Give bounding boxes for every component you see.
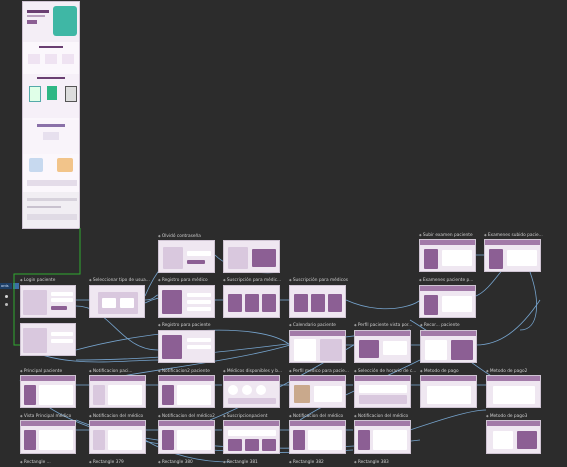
frame-perfil-medico[interactable] — [289, 375, 346, 408]
frame-notificacion-medico-b[interactable] — [289, 420, 346, 454]
features-section — [23, 44, 79, 72]
frame-login-paciente[interactable] — [20, 285, 76, 318]
frame-label: Suscripción para médic... — [223, 278, 281, 283]
frame-principal-paciente[interactable] — [20, 375, 76, 408]
frame-label: Examenes paciente p... — [419, 278, 474, 283]
frame-seleccion-horario[interactable] — [354, 375, 411, 408]
frame-label: Vista Principal médico — [20, 414, 71, 419]
frame-label: Rectangle 382 — [289, 460, 324, 465]
frame-label: Principal paciente — [20, 369, 62, 374]
frame-label: Perfil paciente vista por... — [354, 323, 413, 328]
frame-label: Recor... paciente — [420, 323, 460, 328]
frame-label: Rectangle ... — [20, 460, 51, 465]
frame-label: Notificacion2 paciente — [158, 369, 210, 374]
hero-section — [23, 2, 79, 42]
frame-label: Seleccionar tipo de usua... — [89, 278, 150, 283]
frame-label: Metodo de pago3 — [486, 414, 528, 419]
frame-registro-paciente[interactable] — [158, 330, 215, 363]
frame-examenes-subidos[interactable] — [484, 239, 541, 272]
frame-examenes-paciente[interactable] — [419, 285, 476, 318]
frame-label: Notificacion paci... — [89, 369, 133, 374]
frame-label: Login paciente — [20, 278, 56, 283]
about-section — [23, 120, 79, 154]
frame-label: Metodo de pago2 — [486, 369, 528, 374]
frame-label: Médicos disponibles y b... — [223, 369, 282, 374]
frame-label: Olvidó contraseña — [158, 234, 201, 239]
frame-label: Registro para paciente — [158, 323, 211, 328]
frame-olvido-contrasena-2[interactable] — [223, 240, 280, 273]
frame-label: Notificacion del médico — [289, 414, 343, 419]
apps-section — [23, 74, 79, 118]
frame-label: Notificacion del médico — [354, 414, 408, 419]
landing-page-frame[interactable] — [22, 1, 80, 229]
frame-label: Metodo de pago — [420, 369, 459, 374]
frame-metodo-pago3[interactable] — [486, 420, 541, 454]
frame-label: Selección de horario de c... — [354, 369, 417, 374]
frame-suscripcion-medicos[interactable] — [289, 285, 346, 318]
frame-calendario-paciente[interactable] — [289, 330, 346, 363]
layers-tab[interactable]: ords — [0, 283, 12, 289]
frame-seleccionar-tipo[interactable] — [89, 285, 145, 318]
frame-label: Notificacion del médico — [89, 414, 143, 419]
illustrations-section — [23, 154, 79, 190]
frame-label: Subir examen paciente — [419, 233, 473, 238]
frame-notificacion-medico2[interactable] — [158, 420, 215, 454]
frame-label: Notificacion del médico2 — [158, 414, 215, 419]
frame-vista-principal-medico[interactable] — [20, 420, 76, 454]
frame-medicos-disponibles[interactable] — [223, 375, 280, 408]
frame-olvido-contrasena[interactable] — [158, 240, 215, 273]
frame-notificacion-medico-c[interactable] — [354, 420, 411, 454]
frame-label: Registro para médico — [158, 278, 208, 283]
frame-label: Rectangle 383 — [354, 460, 389, 465]
frame-registro-medico[interactable] — [158, 285, 215, 318]
frame-notificacion-medico[interactable] — [89, 420, 146, 454]
frame-label: Perfil medico para pacie... — [289, 369, 349, 374]
frame-suscripcion-medic[interactable] — [223, 285, 280, 318]
frame-label: Rectangle 380 — [158, 460, 193, 465]
frame-label: Examenes subido pacie... — [484, 233, 543, 238]
frame-recordatorio-paciente[interactable] — [420, 330, 477, 363]
frame-metodo-pago[interactable] — [420, 375, 477, 408]
frame-suscripcion-pacient[interactable] — [223, 420, 280, 454]
panel-toggle-icon[interactable] — [13, 283, 19, 289]
frame-perfil-paciente-vista[interactable] — [354, 330, 411, 363]
frame-notificacion-paciente[interactable] — [89, 375, 146, 408]
frame-login-paciente-2[interactable] — [20, 323, 76, 356]
footer-section — [23, 192, 79, 228]
frame-label: Suscripción para médicos — [289, 278, 348, 283]
gear-icon[interactable] — [5, 295, 8, 298]
frame-subir-examen[interactable] — [419, 239, 476, 272]
frame-label: Suscripcionpacient — [223, 414, 268, 419]
frame-label: Rectangle 381 — [223, 460, 258, 465]
frame-notificacion2-paciente[interactable] — [158, 375, 215, 408]
frame-label: Rectangle 379 — [89, 460, 124, 465]
page-icon[interactable] — [5, 303, 8, 306]
frame-label: Calendario paciente — [289, 323, 336, 328]
frame-metodo-pago2[interactable] — [486, 375, 541, 408]
